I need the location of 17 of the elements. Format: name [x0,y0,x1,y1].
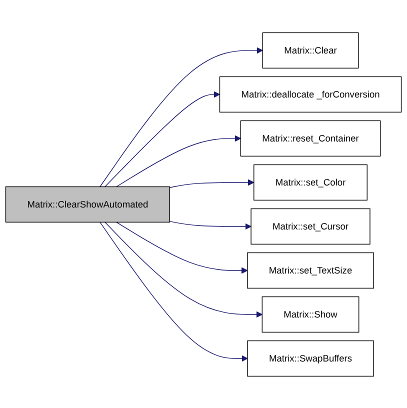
node-box: Matrix::set_Color [254,164,368,200]
arrow [100,221,248,362]
arrow [104,90,220,187]
node-box: Matrix::ClearShowAutomated [5,186,170,222]
node-box: Matrix::deallocate _forConversion [219,76,402,112]
arrow [169,220,252,230]
node-box: Matrix::Show [262,296,360,332]
node-box: Matrix::set_Cursor [250,208,370,244]
arrow [169,178,254,188]
node-box: Matrix::reset_Container [240,120,381,156]
arrow [100,46,263,187]
arrow [116,221,248,274]
node-box: Matrix::Clear [262,32,359,68]
node-box: Matrix::SwapBuffers [247,340,374,376]
arrow [116,134,241,187]
arrow [104,221,262,318]
node-box: Matrix::set_TextSize [247,252,374,288]
